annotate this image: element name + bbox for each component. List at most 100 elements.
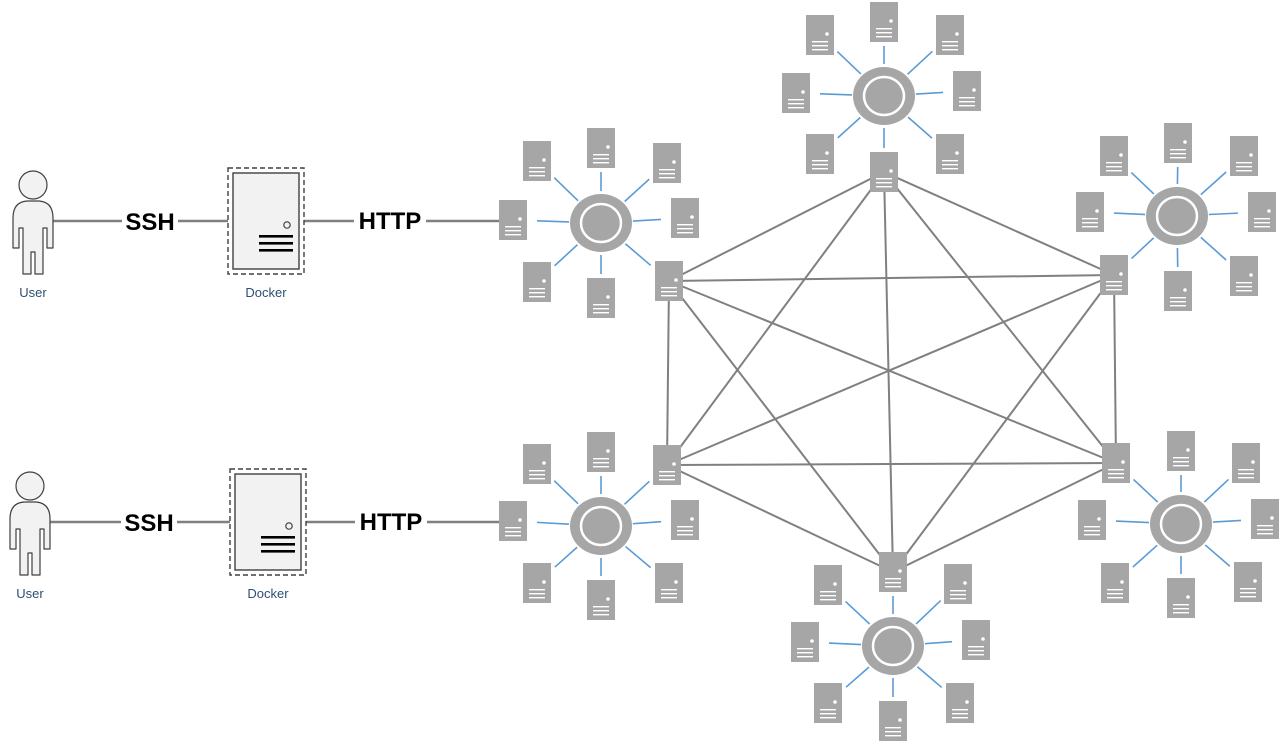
gateway-server-icon	[1100, 255, 1128, 295]
server-icon	[499, 501, 527, 541]
spoke-link	[844, 600, 871, 625]
spoke-link	[837, 116, 861, 139]
spoke-link	[845, 666, 870, 688]
mesh-link	[1113, 274, 1117, 464]
mesh-link	[883, 171, 1115, 276]
mesh-link	[668, 280, 894, 573]
ssh-label: SSH	[125, 209, 174, 236]
http-label: HTTP	[360, 509, 423, 536]
cluster-spokes	[536, 46, 1242, 697]
server-icon	[1101, 563, 1129, 603]
spoke-link	[623, 480, 650, 505]
user-icon	[12, 170, 54, 275]
docker-label: Docker	[247, 586, 289, 601]
spoke-link	[1204, 544, 1231, 567]
mesh-link	[668, 280, 1117, 464]
user-label: User	[19, 285, 47, 300]
hub-icon	[1146, 187, 1208, 245]
spoke-link	[554, 546, 578, 568]
server-icon	[953, 71, 981, 111]
spoke-link	[819, 93, 853, 96]
server-icon	[791, 622, 819, 662]
server-icon	[1232, 443, 1260, 483]
mesh-link	[883, 171, 1117, 464]
server-icon	[936, 15, 964, 55]
gateway-server-icon	[879, 552, 907, 592]
spoke-link	[632, 218, 662, 222]
gateway-server-icon	[655, 261, 683, 301]
server-icon	[814, 565, 842, 605]
spoke-link	[1132, 544, 1158, 568]
server-icon	[1230, 256, 1258, 296]
mesh-link	[668, 274, 1115, 282]
spoke-link	[1212, 519, 1242, 523]
server-icon	[523, 141, 551, 181]
hub-icon	[853, 67, 915, 125]
mesh-link	[892, 274, 1115, 573]
mesh-link	[668, 171, 885, 282]
spoke-link	[906, 50, 933, 75]
server-icon	[870, 2, 898, 42]
spoke-link	[924, 640, 953, 645]
server-icon	[936, 134, 964, 174]
server-icon	[879, 701, 907, 741]
server-icon	[806, 15, 834, 55]
server-icon	[1164, 123, 1192, 163]
spoke-link	[536, 521, 570, 525]
server-icon	[587, 432, 615, 472]
nodes	[9, 2, 1279, 741]
server-icon	[1164, 271, 1192, 311]
server-icon	[523, 563, 551, 603]
spoke-link	[1200, 236, 1227, 261]
user-label: User	[16, 586, 44, 601]
spoke-link	[553, 480, 579, 505]
server-icon	[814, 683, 842, 723]
server-icon	[1167, 578, 1195, 618]
server-icon	[671, 198, 699, 238]
spoke-link	[1115, 520, 1150, 524]
spoke-link	[1208, 212, 1239, 216]
mesh-link	[666, 274, 1115, 466]
spoke-link	[1132, 478, 1159, 503]
server-icon	[655, 563, 683, 603]
spoke-link	[625, 545, 652, 569]
gateway-server-icon	[653, 445, 681, 485]
spoke-link	[915, 599, 942, 625]
spoke-link	[624, 243, 652, 267]
gateway-server-icon	[1102, 443, 1130, 483]
spoke-link	[536, 220, 570, 223]
server-icon	[587, 128, 615, 168]
server-icon	[806, 134, 834, 174]
server-icon	[1248, 192, 1276, 232]
docker-label: Docker	[245, 285, 287, 300]
http-label: HTTP	[359, 208, 422, 235]
hub-icon	[862, 617, 924, 675]
server-icon	[782, 73, 810, 113]
server-icon	[962, 620, 990, 660]
server-icon	[1234, 562, 1262, 602]
server-icon	[653, 143, 681, 183]
mesh-link	[666, 280, 670, 466]
server-icon	[523, 444, 551, 484]
server-icon	[499, 200, 527, 240]
server-icon	[523, 262, 551, 302]
server-icon	[587, 278, 615, 318]
server-icon	[1167, 431, 1195, 471]
spoke-link	[632, 520, 662, 525]
spoke-link	[1113, 212, 1146, 216]
spoke-link	[1130, 171, 1155, 195]
ssh-label: SSH	[124, 510, 173, 537]
server-icon	[1251, 499, 1279, 539]
spoke-link	[1130, 237, 1155, 260]
server-icon	[1076, 192, 1104, 232]
server-icon	[1230, 136, 1258, 176]
spoke-link	[554, 244, 579, 267]
spoke-link	[916, 666, 943, 689]
mesh-link	[666, 462, 1117, 466]
hub-icon	[570, 497, 632, 555]
server-icon	[1078, 500, 1106, 540]
server-icon	[944, 564, 972, 604]
spoke-link	[1203, 478, 1230, 503]
server-icon	[946, 683, 974, 723]
